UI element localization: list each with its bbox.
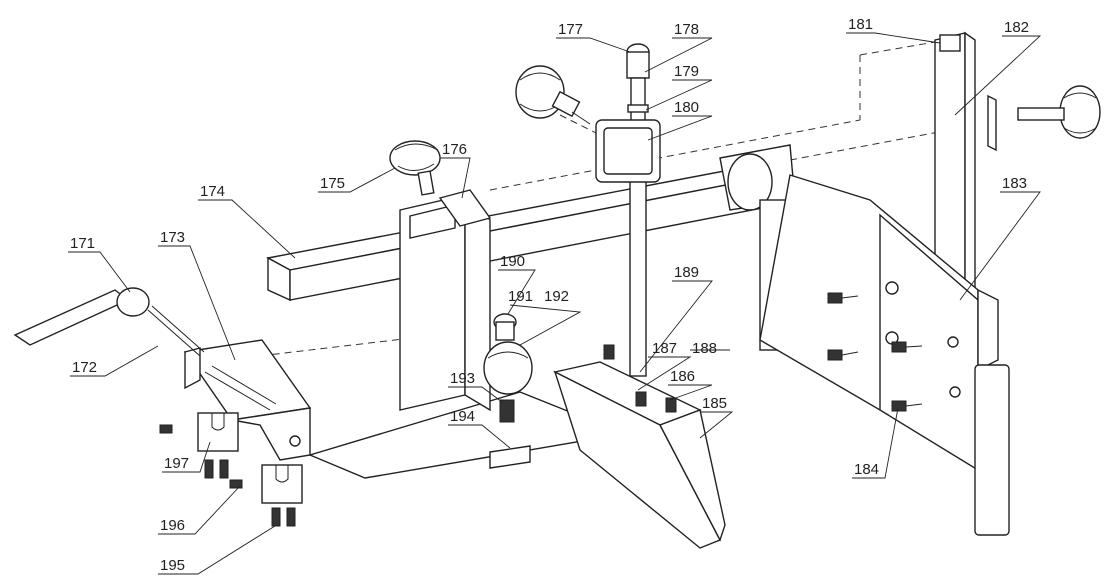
knob-175 — [389, 140, 441, 196]
callout-176: 176 — [442, 141, 467, 158]
callout-171: 171 — [70, 235, 95, 252]
vertical-clamp-bracket — [399, 189, 492, 412]
callout-183: 183 — [1002, 175, 1027, 192]
callout-186: 186 — [670, 368, 695, 385]
plate-screws — [827, 292, 923, 412]
vertical-post — [934, 31, 976, 299]
callout-184: 184 — [854, 461, 879, 478]
callout-181: 181 — [848, 16, 873, 33]
callout-188: 188 — [692, 340, 717, 357]
callout-182: 182 — [1004, 19, 1029, 36]
callout-173: 173 — [160, 229, 185, 246]
vertical-rod-assembly — [595, 43, 661, 377]
callout-190: 190 — [500, 253, 525, 270]
leader-lines — [68, 32, 1042, 575]
callout-185: 185 — [702, 395, 727, 412]
callout-178: 178 — [674, 21, 699, 38]
small-clamp-blocks — [159, 412, 303, 527]
knob-upper-left — [515, 65, 591, 125]
callout-197: 197 — [164, 455, 189, 472]
callout-labels: 171 172 173 174 175 176 177 178 179 180 … — [70, 16, 1029, 574]
callout-189: 189 — [674, 264, 699, 281]
callout-177: 177 — [558, 21, 583, 38]
knob-190-194 — [483, 313, 533, 423]
callout-191: 191 — [508, 288, 533, 305]
callout-179: 179 — [674, 63, 699, 80]
callout-187: 187 — [652, 340, 677, 357]
left-bracket — [183, 339, 312, 461]
callout-193: 193 — [450, 370, 475, 387]
lever-handle — [13, 287, 205, 357]
callout-175: 175 — [320, 175, 345, 192]
callout-194: 194 — [450, 408, 475, 425]
callout-172: 172 — [72, 359, 97, 376]
callout-174: 174 — [200, 183, 225, 200]
callout-192: 192 — [544, 288, 569, 305]
callout-196: 196 — [160, 517, 185, 534]
base-plate — [307, 391, 602, 479]
knob-right — [987, 85, 1101, 152]
callout-195: 195 — [160, 557, 185, 574]
angled-jaw — [552, 344, 726, 549]
callout-180: 180 — [674, 99, 699, 116]
